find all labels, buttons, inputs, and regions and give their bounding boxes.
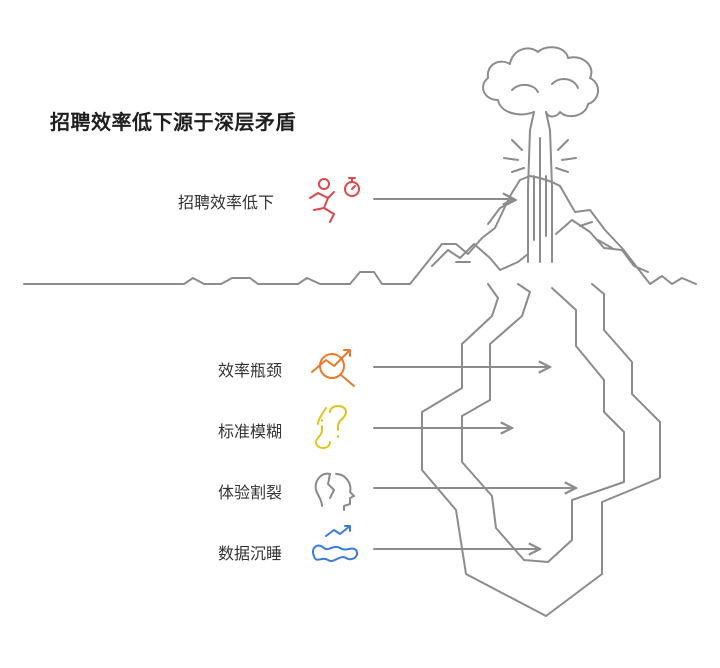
diagram-title: 招聘效率低下源于深层矛盾 — [50, 110, 296, 134]
smoke-cloud-inner — [511, 78, 579, 93]
mountain-outline — [409, 175, 651, 285]
volcano-stem-right — [545, 111, 553, 263]
cause-label-dormant-data: 数据沉睡 — [218, 544, 283, 563]
volcano-stem-left — [527, 111, 535, 263]
waterline — [23, 271, 411, 285]
cause-label-vague-standards: 标准模糊 — [218, 422, 283, 441]
waterline-right — [649, 275, 697, 285]
cause-label-fragmented-experience: 体验割裂 — [218, 483, 283, 502]
mountain-ridge-left — [431, 243, 529, 271]
running-person-stopwatch-icon — [309, 177, 360, 223]
tip-label: 招聘效率低下 — [178, 193, 275, 212]
splash-right — [555, 139, 577, 173]
chart-magnifier-icon — [311, 349, 355, 387]
cause-label-efficiency-bottleneck: 效率瓶颈 — [218, 361, 283, 380]
iceberg-inner — [461, 283, 625, 563]
mountain-detail-right — [579, 221, 613, 249]
question-marks-icon — [315, 405, 347, 449]
volcano-stem-inner — [533, 137, 547, 263]
splash-left — [503, 139, 525, 173]
smoke-cloud — [482, 46, 599, 118]
data-trend-icon — [312, 525, 358, 562]
iceberg-outer — [421, 283, 661, 617]
head-profile-icon — [314, 472, 355, 511]
mountain-ridge-right — [555, 219, 649, 273]
